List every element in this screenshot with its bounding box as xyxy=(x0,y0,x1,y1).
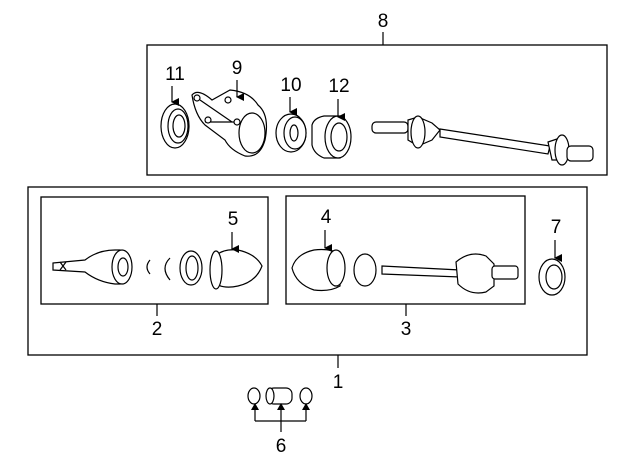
callout-9[interactable]: 9 xyxy=(232,58,243,79)
callout-3[interactable]: 3 xyxy=(401,319,412,340)
callout-5[interactable]: 5 xyxy=(228,209,239,230)
callout-6[interactable]: 6 xyxy=(276,436,287,457)
callout-8[interactable]: 8 xyxy=(378,11,389,32)
part-3-inner-joint[interactable] xyxy=(291,248,519,294)
assembly-8-group: 8 11 9 10 xyxy=(146,11,608,176)
callout-2[interactable]: 2 xyxy=(152,319,163,340)
callout-7[interactable]: 7 xyxy=(551,217,562,238)
callout-10[interactable]: 10 xyxy=(280,75,301,96)
part-2-outer-joint[interactable] xyxy=(52,249,263,290)
part-10-bearing[interactable] xyxy=(275,113,307,153)
callout-11[interactable]: 11 xyxy=(165,64,185,85)
assembly-1-box xyxy=(27,186,588,356)
part-9-bearing-housing[interactable] xyxy=(191,89,268,157)
assembly-1-group: 1 2 5 3 4 xyxy=(27,186,588,393)
assembly-8-box xyxy=(146,44,608,176)
part-7-tone-ring[interactable] xyxy=(538,258,566,296)
callout-1[interactable]: 1 xyxy=(333,372,344,393)
callout-4[interactable]: 4 xyxy=(321,207,332,228)
part-8-axle-shaft[interactable] xyxy=(371,115,594,166)
part-11-seal[interactable] xyxy=(160,103,190,149)
callout-12[interactable]: 12 xyxy=(328,76,349,97)
assembly-2-box xyxy=(40,196,269,305)
part-12-bushing[interactable] xyxy=(311,115,352,159)
part-6-clamps[interactable] xyxy=(247,387,313,405)
